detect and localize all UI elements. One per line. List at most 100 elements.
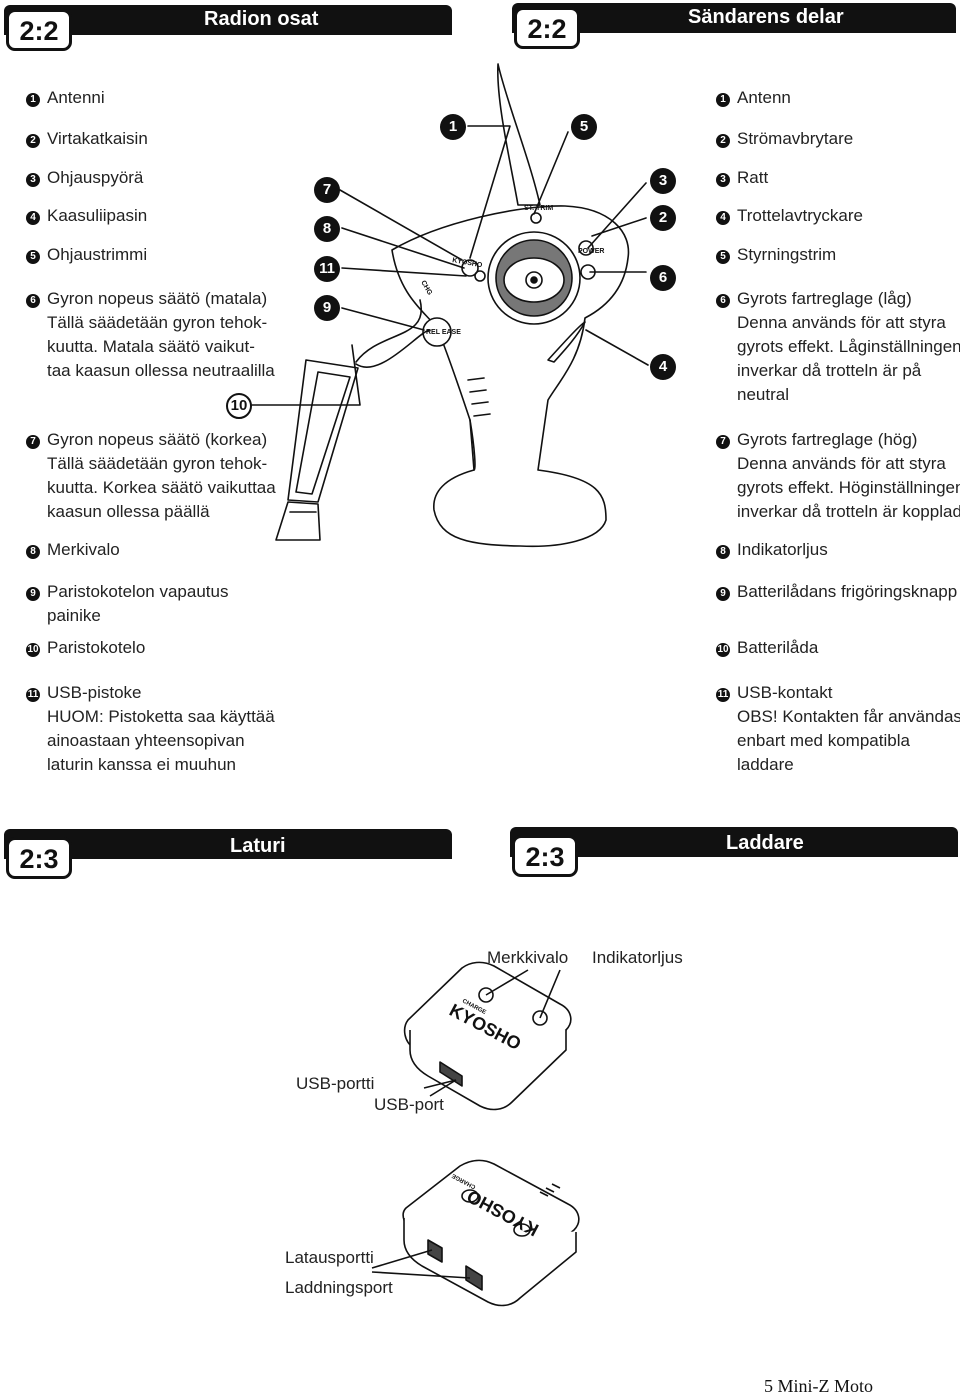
trim-text: ST. TRIM [524, 205, 553, 212]
list-item: 2 Strömavbrytare [716, 127, 853, 151]
number-badge: 2 [26, 134, 40, 148]
number-badge: 6 [716, 294, 730, 308]
item-detail: neutral [737, 385, 789, 404]
item-detail: Denna används för att styra [737, 313, 946, 332]
item-detail: Denna används för att styra [737, 454, 946, 473]
number-badge: 11 [26, 688, 40, 702]
section-header-right-2: 2:3 Laddare [510, 827, 958, 877]
section-title: Laturi [230, 835, 286, 857]
callout-9: 9 [314, 295, 340, 321]
list-item: 8 Merkivalo [26, 538, 120, 562]
number-badge: 2 [716, 134, 730, 148]
number-badge: 9 [26, 587, 40, 601]
callout-2: 2 [650, 205, 676, 231]
callout-10: 10 [226, 393, 252, 419]
item-text: USB-kontakt [737, 683, 833, 702]
number-badge: 3 [26, 173, 40, 187]
item-text: Antenni [47, 88, 105, 107]
number-badge: 4 [26, 211, 40, 225]
list-item: 4 Trottelavtryckare [716, 204, 863, 228]
item-detail: Tällä säädetään gyron tehok- [47, 454, 268, 473]
number-badge: 1 [26, 93, 40, 107]
section-title: Laddare [726, 832, 804, 854]
number-badge: 9 [716, 587, 730, 601]
item-text: Trottelavtryckare [737, 206, 863, 225]
charger-usb-label-fi: USB-portti [296, 1074, 375, 1093]
number-badge: 7 [716, 435, 730, 449]
power-text: POWER [578, 248, 604, 255]
header-bar [4, 5, 452, 35]
page-footer: 5 Mini-Z Moto [763, 1376, 873, 1396]
number-badge: 8 [26, 545, 40, 559]
release-text: REL EASE [426, 329, 461, 336]
callout-11: 11 [314, 256, 340, 282]
header-bar [512, 3, 956, 33]
number-badge: 4 [716, 211, 730, 225]
item-text: Indikatorljus [737, 540, 828, 559]
item-text: Gyron nopeus säätö (korkea) [47, 430, 268, 449]
charger-usb-label-sv: USB-port [374, 1095, 444, 1114]
item-detail: Tällä säädetään gyron tehok- [47, 313, 268, 332]
number-badge: 7 [26, 435, 40, 449]
callout-7: 7 [314, 177, 340, 203]
item-detail: laddare [737, 755, 794, 774]
list-item: 10 Batterilåda [716, 636, 818, 660]
charger-indicator-label-sv: Indikatorljus [592, 948, 683, 967]
item-text: Ohjaustrimmi [47, 245, 148, 264]
number-badge: 11 [716, 688, 730, 702]
item-text: Kaasuliipasin [47, 206, 148, 225]
section-title: Sändarens delar [688, 6, 844, 28]
section-header-left-2: 2:3 Laturi [4, 829, 452, 879]
section-badge: 2:2 [514, 7, 580, 49]
callout-5: 5 [571, 114, 597, 140]
callout-3: 3 [650, 168, 676, 194]
number-badge: 6 [26, 294, 40, 308]
number-badge: 1 [716, 93, 730, 107]
callout-6: 6 [650, 265, 676, 291]
list-item: 4 Kaasuliipasin [26, 204, 147, 228]
number-badge: 5 [716, 250, 730, 264]
item-detail: HUOM: Pistoketta saa käyttää [47, 707, 275, 726]
list-item: 7 Gyron nopeus säätö (korkea) Tällä säädet… [26, 428, 276, 524]
transmitter-illustration: KYOSHO ST. TRIM POWER REL EASE CHG [251, 63, 649, 548]
item-text: Antenn [737, 88, 791, 107]
number-badge: 10 [26, 643, 40, 657]
number-badge: 10 [716, 643, 730, 657]
callout-1: 1 [440, 114, 466, 140]
item-detail: gyrots effekt. Låginställningen [737, 337, 960, 356]
section-badge: 2:2 [6, 9, 72, 51]
section-header-left: 2:2 Radion osat [4, 5, 452, 51]
callout-4: 4 [650, 354, 676, 380]
item-text: Merkivalo [47, 540, 120, 559]
item-detail: kaasun ollessa päällä [47, 502, 210, 521]
item-text: Virtakatkaisin [47, 129, 148, 148]
item-text: Strömavbrytare [737, 129, 854, 148]
list-item: 7 Gyrots fartreglage (hög) Denna används f… [716, 428, 960, 524]
section-title: Radion osat [204, 8, 319, 30]
header-bar [510, 827, 958, 857]
item-detail: inverkar då trotteln är kopplad [737, 502, 960, 521]
item-detail: kuutta. Matala säätö vaikut- [47, 337, 255, 356]
item-text: Gyrots fartreglage (hög) [737, 430, 918, 449]
section-badge: 2:3 [512, 835, 578, 877]
callout-8: 8 [314, 216, 340, 242]
section-badge: 2:3 [6, 837, 72, 879]
list-item: 1 Antenn [716, 86, 791, 110]
item-detail: taa kaasun ollessa neutraalilla [47, 361, 275, 380]
item-text: Styrningstrim [737, 245, 837, 264]
item-text: Batterilåda [737, 638, 819, 657]
item-detail: ainoastaan yhteensopivan [47, 731, 245, 750]
charger-port-label-sv: Laddningsport [285, 1278, 393, 1297]
item-text: USB-pistoke [47, 683, 142, 702]
item-detail: laturin kanssa ei muuhun [47, 755, 237, 774]
